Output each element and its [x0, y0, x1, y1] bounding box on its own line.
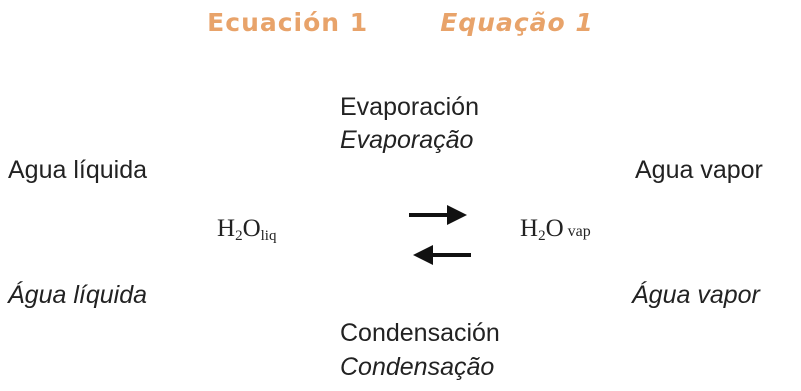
formula-element: O [242, 215, 261, 242]
formula-subscript: 2 [538, 228, 546, 244]
formula-element: O [545, 215, 564, 242]
title-spanish: Ecuación 1 [207, 8, 369, 37]
equilibrium-arrows [409, 205, 471, 265]
formula-state: vap [567, 223, 591, 240]
condensation-label-pt: Condensação [340, 353, 495, 381]
evaporation-label-pt: Evaporação [340, 126, 474, 154]
formula-element: H [217, 215, 236, 242]
equation-title: Ecuación 1 Equação 1 [0, 8, 801, 44]
evaporation-label-es: Evaporación [340, 93, 479, 121]
liquid-water-formula: H2Oliq [217, 214, 276, 251]
liquid-water-label-es: Agua líquida [8, 156, 148, 184]
formula-element: H [520, 215, 539, 242]
condensation-label-es: Condensación [340, 319, 500, 347]
formula-subscript: 2 [235, 228, 243, 244]
water-vapor-label-pt: Água vapor [632, 281, 760, 309]
title-portuguese: Equação 1 [440, 8, 594, 37]
left-arrow-icon [413, 245, 471, 265]
right-arrow-icon [409, 205, 467, 225]
water-vapor-formula: H2O vap [520, 214, 591, 251]
liquid-water-label-pt: Água líquida [8, 281, 148, 309]
water-vapor-label-es: Agua vapor [635, 156, 763, 184]
formula-state: liq [260, 228, 277, 244]
